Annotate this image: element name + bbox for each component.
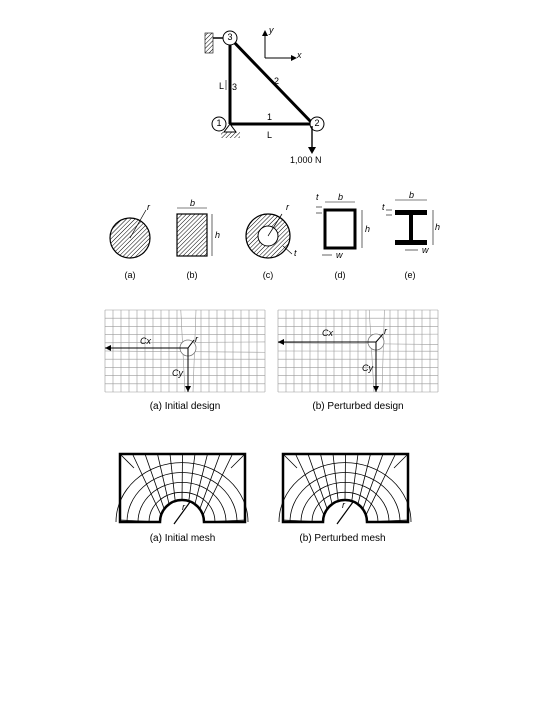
section-b-b-label: b [190,198,196,208]
node-3-circle [222,30,238,46]
section-b-h-label: h [215,230,221,240]
length-bottom-label: L [267,130,273,140]
mesh-perturbed-r-label: r [342,500,345,510]
plate-perturbed [277,309,439,393]
section-a-caption: (a) [124,270,136,280]
mesh-perturbed-caption: (b) Perturbed mesh [299,533,386,544]
mesh-drawing [115,452,412,525]
section-d-t-label: t [316,192,319,202]
plate-initial-cy-label: Cy [172,368,183,378]
mesh-figure: r r (a) Initial mesh (b) Perturbed mesh [115,452,425,552]
plate-perturbed-r-label: r [384,326,387,336]
mesh-perturbed [278,452,412,525]
plate-figure: Cx Cy r Cx Cy r (a) Initial design (b) P… [100,308,445,418]
plate-perturbed-caption: (b) Perturbed design [312,401,404,412]
node-1-circle [211,116,227,132]
plate-drawing [104,309,439,393]
section-d-box [323,208,357,250]
section-e-caption: (e) [404,270,416,280]
section-b-rect [176,213,208,257]
section-c-t-label: t [294,248,297,258]
plate-initial-cx-label: Cx [140,336,151,346]
section-e-b-label: b [409,190,415,200]
section-d-caption: (d) [334,270,346,280]
truss-drawing [204,30,325,154]
section-d-b-label: b [338,192,344,202]
section-e-h-label: h [435,222,441,232]
section-e-t-label: t [382,202,385,212]
element-3-label: 3 [232,82,238,92]
section-d-w-label: w [336,250,343,260]
mesh-initial-r-label: r [182,502,185,512]
wall-support [204,32,214,54]
section-e-w-label: w [422,245,429,255]
truss-diagram: 3 1 2 3 2 1 L L y x 1,000 N [195,20,345,170]
plate-initial-caption: (a) Initial design [149,401,221,412]
length-left-label: L [219,81,225,91]
section-c-r-label: r [286,202,289,212]
section-c-caption: (c) [262,270,274,280]
cross-sections: r (a) b h (b) r t (c) t b h w (d) t b h … [100,190,440,285]
node-2-label: 2 [314,118,320,128]
node-2-circle [309,116,325,132]
axis-y-label: y [269,25,274,35]
mesh-initial [115,452,249,525]
section-a-r-label: r [147,202,150,212]
section-e-ibeam [395,210,427,245]
axis-x-label: x [297,50,302,60]
node-1-label: 1 [216,118,222,128]
load-label: 1,000 N [290,155,322,165]
plate-perturbed-cy-label: Cy [362,363,373,373]
node-3-label: 3 [227,32,233,42]
element-1-label: 1 [267,112,273,122]
element-2-label: 2 [274,76,280,86]
plate-initial [104,309,266,393]
section-d-h-label: h [365,224,371,234]
cross-sections-drawing [109,199,434,259]
member-2 [228,36,315,126]
plate-perturbed-cx-label: Cx [322,328,333,338]
plate-initial-r-label: r [195,334,198,344]
mesh-initial-caption: (a) Initial mesh [149,533,216,544]
section-b-caption: (b) [186,270,198,280]
